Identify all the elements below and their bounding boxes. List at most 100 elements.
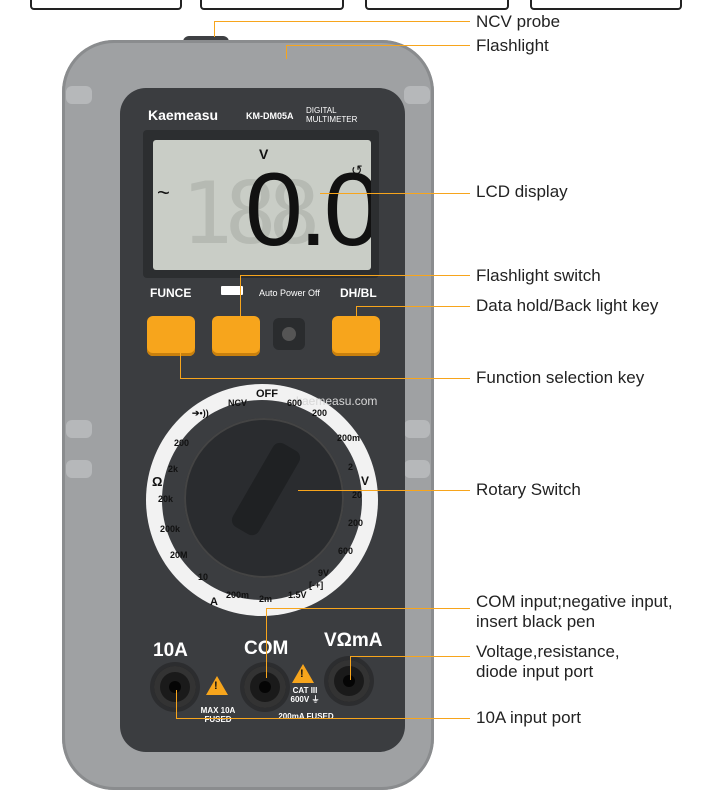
battery-icon: [-+] (309, 580, 324, 590)
warning-icon: ! (206, 676, 228, 695)
auto-power-off-button[interactable] (273, 318, 305, 350)
watermark: kaemeasu.com (296, 394, 378, 408)
dial-10: 10 (198, 572, 209, 582)
leader-line (214, 21, 215, 37)
dial-1-5v: 1.5V (288, 590, 307, 600)
top-frame (200, 0, 344, 10)
function-selection-key[interactable] (147, 316, 195, 356)
leader-line (240, 275, 470, 276)
flashlight-icon (221, 286, 243, 295)
leader-line (266, 608, 267, 678)
leader-line (286, 45, 287, 59)
lcd-ghost-digits: 188 (181, 164, 320, 264)
auto-power-off-label: Auto Power Off (259, 288, 320, 298)
dial-200m: 200m (337, 433, 361, 443)
power-icon (282, 327, 296, 341)
dial-ncv: NCV (228, 398, 248, 408)
port-com-hole (259, 681, 271, 693)
callout-10a-port: 10A input port (476, 708, 581, 727)
leader-line (180, 330, 181, 378)
max10a-line2: FUSED (204, 715, 232, 724)
port-10a-label: 10A (153, 640, 188, 661)
dial-off: OFF (256, 388, 278, 400)
callout-flashlight-switch: Flashlight switch (476, 266, 601, 285)
leader-line (356, 306, 357, 326)
dial-200m-a: 200m (226, 590, 250, 600)
dial-2: 2 (348, 462, 354, 472)
max10a-line1: MAX 10A (200, 706, 236, 715)
cat-line2: 600V (290, 695, 310, 704)
cat-line1: CAT III (292, 686, 318, 695)
brand-strip: Kaemeasu KM-DM05A DIGITAL MULTIMETER (140, 104, 376, 130)
leader-line (266, 608, 470, 609)
callout-ncv-probe: NCV probe (476, 12, 561, 31)
auto-range-icon: ↺ (351, 162, 363, 178)
port-vma-jack[interactable] (328, 660, 370, 702)
device-type-line2: MULTIMETER (306, 115, 358, 124)
leader-line (176, 690, 177, 718)
dial-ohm: Ω (152, 474, 163, 489)
dial-200-ohm: 200 (174, 438, 190, 448)
leader-line (214, 21, 470, 22)
func-label: FUNCE (150, 286, 192, 300)
callout-rotary-switch: Rotary Switch (476, 480, 581, 499)
dial-600-ac: 600 (287, 398, 303, 408)
port-vma-hole (343, 675, 355, 687)
max10a-text: MAX 10A FUSED (192, 706, 244, 724)
dial-20k: 20k (158, 494, 174, 504)
model-number: KM-DM05A (246, 111, 294, 121)
lcd-unit: V (259, 146, 269, 162)
flashlight-switch-key[interactable] (212, 316, 260, 356)
callout-com-line1: COM input;negative input, (476, 592, 673, 611)
callout-function-key: Function selection key (476, 368, 645, 387)
top-frame (30, 0, 182, 10)
leader-line (350, 656, 470, 657)
dial-dc-v: V (361, 474, 370, 488)
device-type: DIGITAL MULTIMETER (306, 106, 357, 124)
leader-line (320, 193, 470, 194)
port-com-jack[interactable] (244, 666, 286, 708)
dial-600: 600 (338, 546, 354, 556)
dh-bl-label: DH/BL (340, 286, 377, 300)
leader-line (180, 378, 470, 379)
brand-name: Kaemeasu (148, 107, 219, 123)
callout-v-line1: Voltage,resistance, (476, 642, 620, 661)
leader-line (176, 718, 470, 719)
callout-com-input: COM input;negative input, insert black p… (476, 592, 673, 632)
leader-line (298, 490, 470, 491)
dial-2k: 2k (168, 464, 179, 474)
callout-flashlight: Flashlight (476, 36, 549, 55)
grip-rib (66, 460, 92, 478)
lcd-display: 188 V ~ 0.0 ↺ (153, 140, 371, 270)
callout-com-line2: insert black pen (476, 612, 596, 631)
cat-rating: CAT III 600V ⏚ (290, 686, 320, 704)
warning-icon: ! (292, 664, 314, 683)
grip-rib (404, 420, 430, 438)
port-10a-jack[interactable] (154, 666, 196, 708)
grip-rib (404, 460, 430, 478)
top-frame (365, 0, 509, 10)
grip-rib (66, 86, 92, 104)
leader-line (356, 306, 470, 307)
dial-200k: 200k (160, 524, 181, 534)
lcd-ac-symbol: ~ (157, 180, 170, 205)
grip-rib (66, 420, 92, 438)
port-vma-label: VΩmA (324, 630, 383, 651)
diode-icon: ➔•)) (192, 408, 209, 418)
dial-dc-a: A (210, 596, 218, 608)
dial-9v: 9V (318, 568, 330, 578)
callout-data-hold-key: Data hold/Back light key (476, 296, 659, 315)
callout-v-port: Voltage,resistance, diode input port (476, 642, 620, 682)
callout-lcd-display: LCD display (476, 182, 568, 201)
leader-line (350, 656, 351, 680)
top-frame (530, 0, 682, 10)
leader-line (240, 275, 241, 323)
dial-200-ac: 200 (312, 408, 328, 418)
fuse-200ma-text: 200mA FUSED (278, 712, 334, 721)
dial-20m: 20M (170, 550, 188, 560)
dial-200: 200 (348, 518, 364, 528)
callout-v-line2: diode input port (476, 662, 594, 681)
dial-20: 20 (352, 490, 363, 500)
port-10a-hole (169, 681, 181, 693)
leader-line (286, 45, 470, 46)
